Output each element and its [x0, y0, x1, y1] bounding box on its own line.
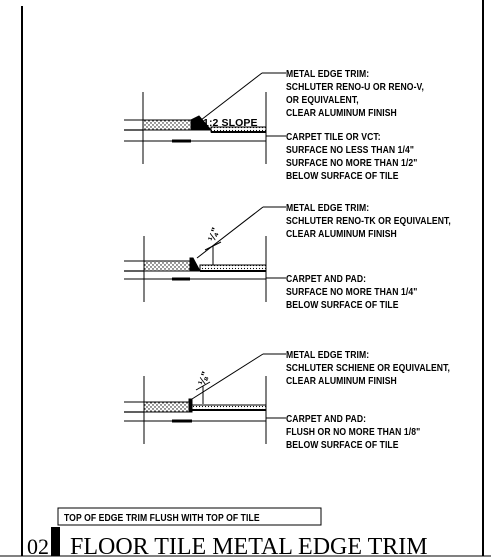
- floor-note-line: CARPET TILE OR VCT:: [286, 131, 381, 143]
- trim-note-line: SCHLUTER RENO-TK OR EQUIVALENT,: [286, 215, 451, 227]
- trim-leader: [200, 72, 263, 121]
- general-note: TOP OF EDGE TRIM FLUSH WITH TOP OF TILE: [64, 512, 260, 524]
- detail-1-annotations: 1:2 SLOPE METAL EDGE TRIM: SCHLUTER RENO…: [203, 68, 424, 182]
- dimension-label: ⅛": [196, 370, 212, 387]
- floor-note-line: CARPET AND PAD:: [286, 273, 366, 285]
- trim-leader: [196, 206, 264, 259]
- title-block: TOP OF EDGE TRIM FLUSH WITH TOP OF TILE …: [27, 507, 428, 560]
- floor-note-line: SURFACE NO MORE THAN 1/2": [286, 157, 417, 169]
- detail-1: [124, 72, 286, 164]
- trim-leader: [191, 353, 264, 400]
- detail-title: FLOOR TILE METAL EDGE TRIM: [70, 534, 428, 560]
- general-note-box: [57, 507, 322, 526]
- floor-note-line: BELOW SURFACE OF TILE: [286, 299, 399, 311]
- trim-note-line: CLEAR ALUMINUM FINISH: [286, 107, 397, 119]
- detail-number: 02: [27, 534, 49, 559]
- detail-2-annotations: ¼" METAL EDGE TRIM: SCHLUTER RENO-TK OR …: [206, 202, 451, 311]
- trim-note-line: METAL EDGE TRIM:: [286, 349, 369, 361]
- trim-note-line: SCHLUTER RENO-U OR RENO-V,: [286, 81, 424, 93]
- edge-trim: [189, 257, 201, 272]
- floor-note-line: FLUSH OR NO MORE THAN 1/8": [286, 426, 420, 438]
- title-marker: [51, 527, 60, 556]
- setting-bed: [142, 119, 192, 131]
- setting-bed: [143, 260, 191, 272]
- slope-label: 1:2 SLOPE: [203, 117, 258, 129]
- dimension-label: ¼": [206, 226, 222, 243]
- trim-note-line: METAL EDGE TRIM:: [286, 68, 369, 80]
- floor-note-line: CARPET AND PAD:: [286, 413, 366, 425]
- trim-note-line: SCHLUTER SCHIENE OR EQUIVALENT,: [286, 362, 450, 374]
- detail-2: [124, 206, 286, 302]
- trim-note-line: CLEAR ALUMINUM FINISH: [286, 228, 397, 240]
- trim-note-line: OR EQUIVALENT,: [286, 94, 359, 106]
- floor-note-line: SURFACE NO LESS THAN 1/4": [286, 144, 414, 156]
- detail-3: [124, 353, 286, 444]
- detail-3-annotations: ⅛" METAL EDGE TRIM: SCHLUTER SCHIENE OR …: [196, 349, 450, 451]
- floor-note-line: BELOW SURFACE OF TILE: [286, 439, 399, 451]
- trim-note-line: METAL EDGE TRIM:: [286, 202, 369, 214]
- floor-note-line: BELOW SURFACE OF TILE: [286, 170, 399, 182]
- trim-note-line: CLEAR ALUMINUM FINISH: [286, 375, 397, 387]
- setting-bed: [143, 401, 190, 413]
- floor-note-line: SURFACE NO MORE THAN 1/4": [286, 286, 417, 298]
